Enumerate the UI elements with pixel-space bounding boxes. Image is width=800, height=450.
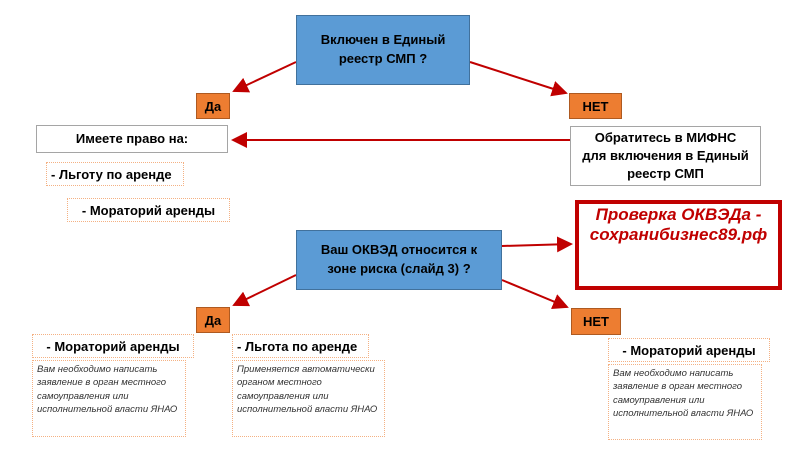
- smp-registry-question: Включен в Единый реестр СМП ?: [296, 15, 470, 85]
- arrow-no2: [501, 279, 569, 310]
- arrow-to-check: [501, 236, 573, 253]
- benefit-rent-discount: - Льготу по аренде: [46, 162, 184, 186]
- bottom-right-desc: Вам необходимо написать заявление в орга…: [608, 364, 762, 440]
- okved-risk-question: Ваш ОКВЭД относится к зоне риска (слайд …: [296, 230, 502, 290]
- bottom-right-title: - Мораторий аренды: [608, 338, 770, 362]
- okved-check-box: Проверка ОКВЭДа - сохранибизнес89.рф: [575, 200, 782, 290]
- rights-label: Имеете право на:: [36, 125, 228, 153]
- contact-fns-box: Обратитесь в МИФНС для включения в Едины…: [570, 126, 761, 186]
- arrow-yes2: [232, 274, 297, 307]
- arrow-no1: [469, 61, 568, 97]
- yes-label-1: Да: [196, 93, 230, 119]
- yes-label-2: Да: [196, 307, 230, 333]
- bottom-left-title: - Мораторий аренды: [32, 334, 194, 358]
- arrow-yes1: [232, 61, 297, 93]
- bottom-left-desc: Вам необходимо написать заявление в орга…: [32, 360, 186, 437]
- benefit-moratorium: - Мораторий аренды: [67, 198, 230, 222]
- no-label-2: НЕТ: [571, 308, 621, 335]
- bottom-mid-desc: Применяется автоматически органом местно…: [232, 360, 385, 437]
- bottom-mid-title: - Льгота по аренде: [232, 334, 369, 358]
- no-label-1: НЕТ: [569, 93, 622, 119]
